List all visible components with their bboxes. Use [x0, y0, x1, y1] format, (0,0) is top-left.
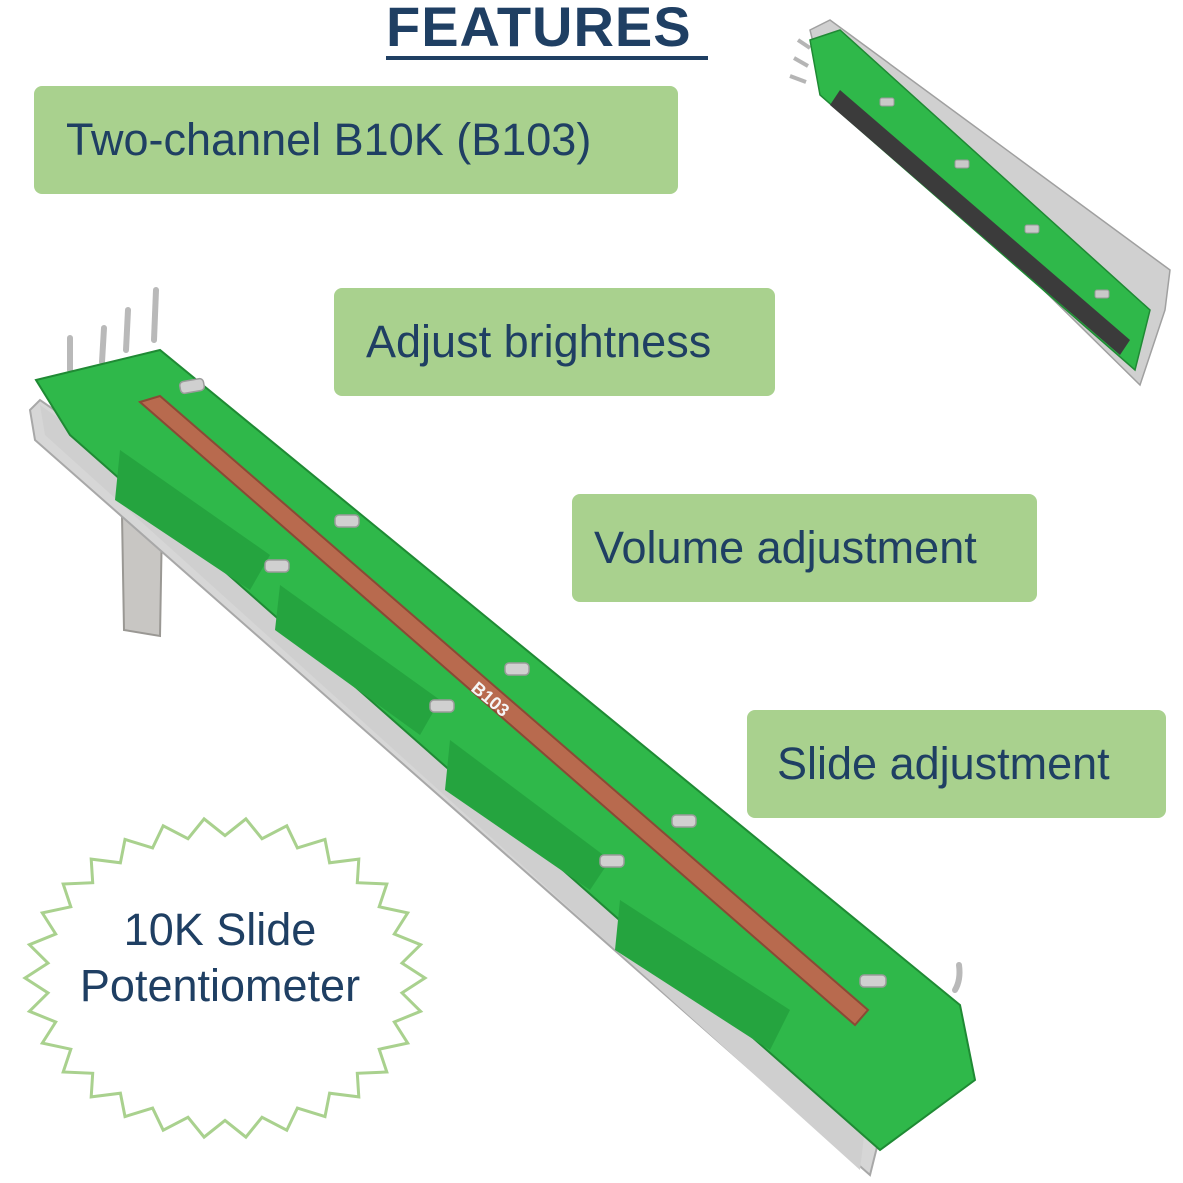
feature-label: Adjust brightness — [366, 316, 712, 367]
feature-volume: Volume adjustment — [572, 494, 1037, 602]
badge-text: 10K Slide Potentiometer — [40, 902, 400, 1014]
small-potentiometer-photo — [789, 19, 1171, 387]
feature-brightness: Adjust brightness — [334, 288, 775, 396]
feature-slide: Slide adjustment — [747, 710, 1166, 818]
badge-line1: 10K Slide — [123, 904, 317, 955]
feature-label: Two-channel B10K (B103) — [66, 114, 592, 165]
starburst-badge — [22, 816, 428, 1140]
badge-line2: Potentiometer — [79, 960, 361, 1011]
heading-underline — [386, 56, 708, 60]
feature-two-channel: Two-channel B10K (B103) — [34, 86, 678, 194]
heading: FEATURES — [386, 0, 692, 58]
feature-label: Volume adjustment — [594, 522, 977, 573]
feature-label: Slide adjustment — [777, 738, 1110, 789]
starburst-outline — [22, 816, 428, 1140]
